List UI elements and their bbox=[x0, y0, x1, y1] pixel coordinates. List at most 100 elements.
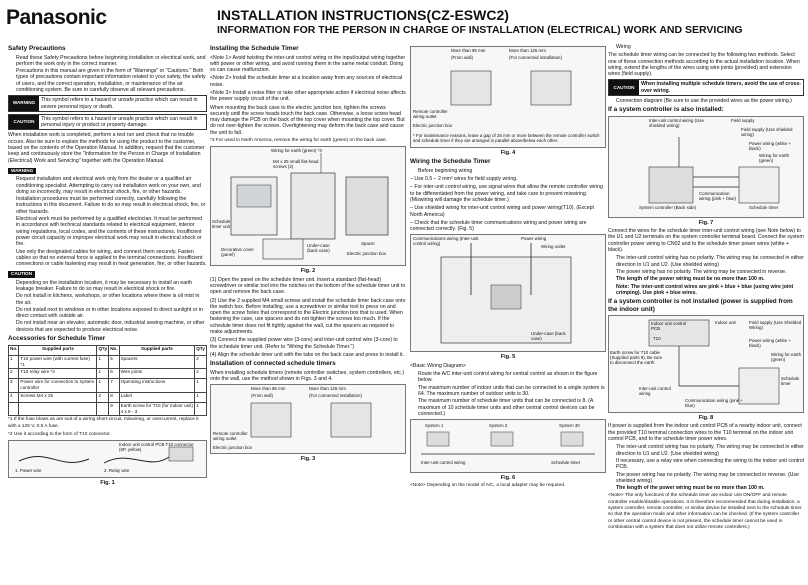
subsection-heading: If a system controller is not installed … bbox=[608, 298, 793, 313]
final-note: <Note> The only functions of the schedul… bbox=[608, 493, 802, 530]
figure-label: More than 125 mm bbox=[509, 48, 546, 53]
mount-note: *3 For used in North America, remove the… bbox=[210, 138, 388, 144]
spacing-diagram-icon bbox=[450, 70, 572, 106]
figure-label: Earth screw for T10 cable (Supplied part… bbox=[610, 350, 663, 366]
table-cell: 1 bbox=[96, 368, 110, 380]
safety-heading: Safety Precautions bbox=[8, 45, 66, 52]
list-item: Use only the designated cables for wirin… bbox=[16, 249, 207, 268]
table-header: Supplied parts bbox=[18, 344, 98, 356]
list-item: The power wiring has no polarity. The wi… bbox=[616, 269, 804, 275]
table-cell: 7 bbox=[108, 378, 120, 393]
figure-label: System 2 bbox=[489, 423, 508, 429]
figure-label: Inter-unit control wiring bbox=[639, 386, 671, 397]
list-item: Do not install in kitchens, workshops, o… bbox=[16, 293, 207, 306]
table-header: Q'ty bbox=[194, 344, 207, 356]
paragraph: The schedule timer wiring can be connect… bbox=[608, 52, 800, 78]
timer-exploded-view-icon bbox=[230, 153, 389, 260]
list-item: The power wiring has no polarity. The wi… bbox=[616, 472, 804, 485]
caution-box: CAUTION This symbol refers to a hazard o… bbox=[8, 113, 207, 131]
figure-4: More than 95 mm More than 125 mm (From w… bbox=[410, 46, 606, 148]
install-heading: Installing the Schedule Timer bbox=[210, 45, 299, 52]
caution-tag: CAUTION bbox=[9, 114, 39, 130]
accessory-note: *2 Use it according to the form of T10 c… bbox=[8, 431, 111, 437]
system-controller-wiring-icon bbox=[648, 136, 780, 204]
figure-label: System controller (Back side) bbox=[639, 204, 697, 210]
figure-label: (From wall) bbox=[251, 393, 273, 399]
figure-label: More than 95 mm bbox=[251, 386, 286, 392]
list-item: The length of the power wiring must be n… bbox=[616, 485, 804, 491]
brand-logo: Panasonic bbox=[6, 6, 107, 29]
warning-text: This symbol refers to a hazard or unsafe… bbox=[41, 97, 198, 110]
column-4: Wiring The schedule timer wiring can be … bbox=[608, 44, 804, 584]
accessory-note: *1 If the fuse blows as are suit of a wi… bbox=[8, 417, 199, 429]
list-item: Do not install next to windows or in oth… bbox=[16, 307, 207, 320]
paragraph: When installing schedule timers (remote … bbox=[210, 369, 405, 383]
table-header: Q'ty bbox=[96, 344, 110, 356]
list-item: If necessary, use a relay wire when conn… bbox=[616, 458, 804, 471]
safety-list: Read these Safety Precautions before beg… bbox=[8, 55, 207, 94]
paragraph: Connect the wires for the schedule timer… bbox=[608, 228, 804, 254]
table-cell: 2 bbox=[194, 354, 207, 370]
caution-list: Depending on the installation location, … bbox=[8, 280, 207, 333]
table-header: No. bbox=[8, 344, 20, 356]
step: (4) Align the schedule timer unit with t… bbox=[210, 351, 405, 358]
table-cell: 9 bbox=[108, 401, 120, 417]
list-item: Before beginning wiring bbox=[418, 168, 606, 174]
table-cell: Power wire for connection to system cont… bbox=[18, 378, 98, 393]
figure-label: Communication wiring (pink + blue) bbox=[699, 190, 736, 201]
column-2: Installing the Schedule Timer <Note 1> A… bbox=[210, 44, 406, 584]
figure-label: Power wiring (white + black) bbox=[749, 140, 791, 151]
table-cell: Earth screw for T10 (for indoor unit) 4 … bbox=[118, 401, 196, 417]
table-cell bbox=[18, 401, 98, 417]
wiring-rule: – Use 0.5 – 2 mm² wires for field supply… bbox=[410, 176, 518, 183]
figure-caption: Fig. 6 bbox=[500, 475, 516, 482]
figure-label: Electric junction box bbox=[213, 445, 253, 451]
table-cell: 4 bbox=[8, 391, 20, 403]
figure-label: Wiring for earth (green) bbox=[771, 352, 802, 363]
diagram-list: Connection diagram (Be sure to use the p… bbox=[608, 98, 804, 104]
subsection-heading: If a system controller is also installed… bbox=[608, 106, 724, 114]
table-row: 2 T10 relay wire *2 1 6 Wire joints 2 bbox=[8, 368, 207, 380]
wiring-rule: – Use shielded wiring for inter-unit con… bbox=[410, 205, 594, 218]
note-paragraph: <Note 2> Install the schedule timer at a… bbox=[210, 75, 403, 88]
table-cell: 2 bbox=[8, 368, 20, 380]
figure-label: Schedule timer bbox=[749, 204, 779, 210]
caution-box: CAUTION When installing multiple schedul… bbox=[608, 79, 804, 97]
page-title: INSTALLATION INSTRUCTIONS(CZ-ESWC2) bbox=[217, 7, 509, 23]
figure-label: Schedule timer bbox=[781, 376, 800, 387]
table-row: 1 T10 power wire (with current fuse) *1 … bbox=[8, 354, 207, 370]
figure-caption: Fig. 1 bbox=[100, 480, 115, 487]
figure-label: (From wall) bbox=[451, 55, 473, 60]
figure-label: Field supply bbox=[731, 117, 755, 123]
figure-label: Remote controller wiring outlet bbox=[413, 109, 448, 119]
figure-label: Electric junction box bbox=[413, 123, 453, 128]
table-cell: T10 power wire (with current fuse) *1 bbox=[18, 354, 98, 370]
figure-caption: Fig. 5 bbox=[500, 354, 516, 361]
figure-label: Indoor unit control PCB bbox=[651, 321, 687, 332]
figure-caption: Fig. 3 bbox=[300, 456, 316, 463]
figure-label: Schedule timer unit bbox=[212, 219, 231, 230]
figure-label: More than 125 mm bbox=[309, 386, 346, 392]
figure-label: T10 bbox=[653, 336, 661, 342]
figure-6: System 1 System 2 System 30 Inter-unit c… bbox=[410, 419, 606, 474]
table-cell bbox=[96, 401, 110, 417]
figure-label: System 1 bbox=[425, 423, 444, 429]
warning-box: WARNING This symbol refers to a hazard o… bbox=[8, 95, 207, 112]
table-cell: 5 bbox=[108, 354, 120, 370]
accessories-table: No. Supplied parts Q'ty No. Supplied par… bbox=[8, 344, 207, 417]
figure-label: Inter-unit control wiring (Use shielded … bbox=[649, 117, 704, 128]
system-wiring-icon bbox=[421, 431, 595, 455]
figure-label: Schedule timer bbox=[551, 460, 581, 466]
table-cell: 2 bbox=[96, 391, 110, 403]
caution-tag: CAUTION bbox=[609, 80, 639, 96]
wiring-list: Wiring bbox=[608, 44, 804, 50]
table-row: 4 Screws M4 x 25 2 8 Label 1 bbox=[8, 391, 207, 403]
figure-label: Wiring for earth (green) *3 bbox=[271, 148, 322, 154]
basic-list: Route the A/C inter-unit control wiring … bbox=[410, 371, 606, 417]
warning-list: Request installation and electrical work… bbox=[8, 176, 207, 267]
list-item: The length of the power wiring must be n… bbox=[616, 276, 804, 282]
figure-label: (For connected installation) bbox=[309, 393, 362, 399]
list-item: Request installation and electrical work… bbox=[16, 176, 207, 195]
sub1-list: The inter-unit control wiring has no pol… bbox=[608, 255, 804, 296]
figure-label: Spacer bbox=[361, 241, 375, 247]
